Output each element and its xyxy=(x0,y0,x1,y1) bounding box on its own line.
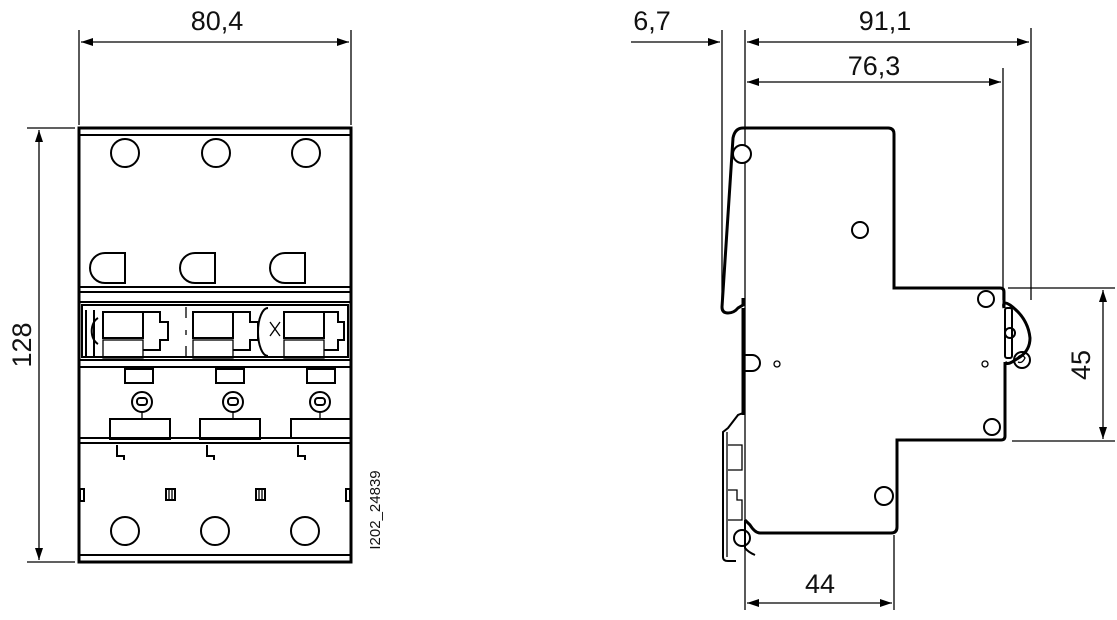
dimension-front-height-label: 45 xyxy=(1066,350,1096,380)
dimension-base-depth: 44 xyxy=(747,535,895,610)
terminal-screw-icon xyxy=(290,516,320,546)
dimension-width: 80,4 xyxy=(78,6,352,125)
dimension-base-depth-label: 44 xyxy=(805,569,835,599)
din-clip-bottom xyxy=(722,412,756,562)
terminal-screw-icon xyxy=(110,516,140,546)
mounting-hole-icon xyxy=(977,290,995,308)
vent-marks xyxy=(79,488,351,502)
dimension-total-depth: 91,1 xyxy=(747,6,1029,46)
din-clip-top xyxy=(720,126,745,315)
terminal-screw-icon xyxy=(291,138,321,168)
dimension-front-height: 45 xyxy=(1008,287,1115,442)
bottom-terminal-screws xyxy=(110,516,320,546)
terminal-screw-icon xyxy=(200,516,230,546)
dimension-width-label: 80,4 xyxy=(191,6,244,36)
dimension-front-depth-label: 76,3 xyxy=(848,51,901,81)
mounting-hole-icon xyxy=(851,221,869,239)
toggle-handle xyxy=(1002,301,1032,369)
dimension-offset: 6,7 xyxy=(631,6,720,46)
mounting-hole-icon xyxy=(874,486,894,506)
breaker-body-front xyxy=(77,126,353,564)
terminal-screw-icon xyxy=(201,138,231,168)
rear-bump xyxy=(745,354,761,372)
breaker-body-side xyxy=(743,126,1007,535)
label-plates xyxy=(109,418,351,460)
side-view: 6,7 91,1 76,3 xyxy=(631,6,1115,610)
adjust-screw-icon xyxy=(309,391,331,413)
test-screws xyxy=(131,391,331,419)
handle-band xyxy=(81,304,349,359)
dimension-height: 128 xyxy=(7,127,75,563)
mounting-hole-icon xyxy=(983,418,1001,436)
top-terminal-screws xyxy=(110,138,321,168)
dimension-height-label: 128 xyxy=(7,322,37,367)
dimension-front-depth: 76,3 xyxy=(747,51,1001,86)
front-view: 80,4 128 xyxy=(7,6,384,564)
adjust-screw-icon xyxy=(131,391,153,413)
indicator-windows xyxy=(124,368,336,384)
adjust-screw-icon xyxy=(222,391,244,413)
terminal-screw-icon xyxy=(110,138,140,168)
part-number-label: I202_24839 xyxy=(367,470,384,549)
dimension-total-depth-label: 91,1 xyxy=(859,6,912,36)
wire-entry-openings xyxy=(89,252,306,284)
dimension-offset-label: 6,7 xyxy=(633,6,671,36)
